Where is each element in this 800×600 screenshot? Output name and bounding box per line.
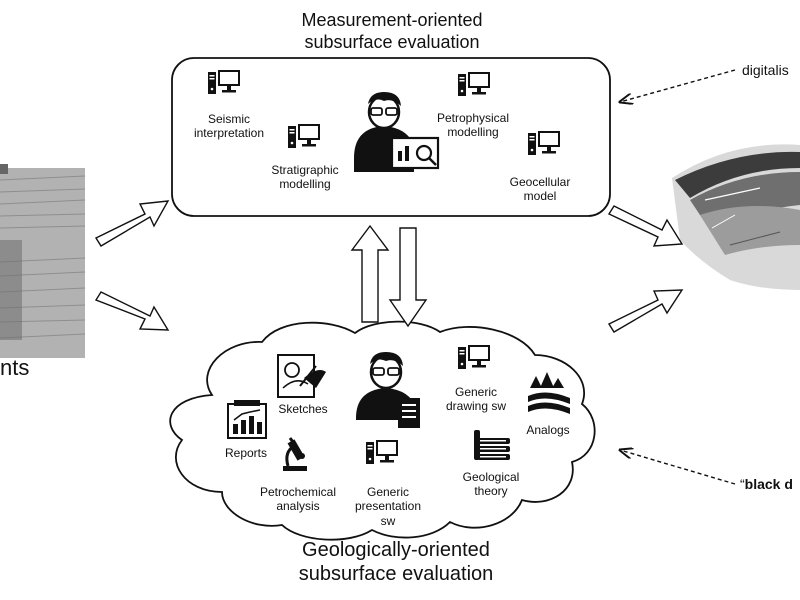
arrow-left-to-measurement <box>94 200 170 247</box>
label-line: Petrophysical <box>436 111 510 125</box>
left-partial-label: nts <box>0 355 30 380</box>
measurement-title: Measurement-oriented subsurface evaluati… <box>250 10 534 53</box>
computer-icon <box>458 345 490 369</box>
label-line: Analogs <box>526 423 570 437</box>
landscape-icon <box>528 372 570 414</box>
label-line: drawing sw <box>445 399 507 414</box>
label-line: Seismic <box>207 112 250 126</box>
report-chart-icon <box>227 400 267 439</box>
label-line: interpretation <box>193 126 265 141</box>
geologist-person-icon <box>356 352 420 428</box>
measurement-title-line1: Measurement-oriented <box>301 10 483 30</box>
label-seismic-interpretation: Seismic interpretation <box>184 112 274 141</box>
label-line: sw <box>380 513 396 528</box>
books-icon <box>474 430 510 460</box>
computer-icon <box>288 124 320 148</box>
label-geocellular-model: Geocellular model <box>500 175 580 204</box>
arrow-down <box>388 227 428 328</box>
geological-cloud <box>169 320 596 541</box>
measurement-title-line2: subsurface evaluation <box>304 31 480 52</box>
label-line: presentation <box>354 499 422 514</box>
analyst-person-icon <box>354 92 440 172</box>
microscope-icon <box>283 437 307 471</box>
label-generic-presentation-sw: Generic presentation sw <box>346 485 430 528</box>
computer-icon <box>208 70 240 94</box>
label-line: Geocellular <box>509 175 571 189</box>
black-box-bold-text: black d <box>744 476 793 492</box>
computer-icon <box>366 440 398 464</box>
computer-icon <box>458 72 490 96</box>
label-line: model <box>523 189 557 204</box>
label-line: Geological <box>462 470 520 484</box>
arrow-geological-to-model <box>607 289 684 333</box>
geocellular-3d-model-image <box>672 144 800 290</box>
label-line: Stratigraphic <box>271 163 339 177</box>
label-line: theory <box>474 484 508 499</box>
arrow-left-to-geological <box>94 291 170 331</box>
digitalisation-label: digitalis <box>742 62 789 78</box>
label-petrophysical-modelling: Petrophysical modelling <box>426 111 520 140</box>
black-box-label: “black d <box>740 476 793 492</box>
seismic-section-image <box>0 164 86 358</box>
label-sketches: Sketches <box>268 402 338 416</box>
sketch-icon <box>277 354 326 398</box>
label-line: Sketches <box>278 402 328 416</box>
label-line: modelling <box>279 177 331 192</box>
label-geological-theory: Geological theory <box>446 470 536 499</box>
label-stratigraphic-modelling: Stratigraphic modelling <box>258 163 352 192</box>
black-box-quote: “ <box>740 476 745 492</box>
label-reports: Reports <box>214 446 278 460</box>
label-generic-drawing-sw: Generic drawing sw <box>428 385 524 414</box>
dashed-arrow-digitalisation <box>620 69 736 102</box>
label-line: Generic <box>366 485 410 499</box>
flow-arrows <box>94 200 684 333</box>
dashed-arrow-black-box <box>620 450 736 485</box>
label-line: Petrochemical <box>259 485 337 499</box>
label-petrochemical-analysis: Petrochemical analysis <box>250 485 346 514</box>
geological-title: Geologically-oriented subsurface evaluat… <box>246 538 546 586</box>
computer-icon <box>528 131 560 155</box>
label-line: modelling <box>447 125 499 140</box>
geological-title-line1: Geologically-oriented <box>302 539 490 561</box>
geological-title-line2: subsurface evaluation <box>298 563 494 585</box>
label-line: analysis <box>276 499 320 514</box>
arrow-up <box>350 224 390 323</box>
label-line: Reports <box>224 446 268 460</box>
label-line: Generic <box>454 385 498 399</box>
arrow-measurement-to-model <box>607 205 684 247</box>
label-analogs: Analogs <box>518 423 578 437</box>
